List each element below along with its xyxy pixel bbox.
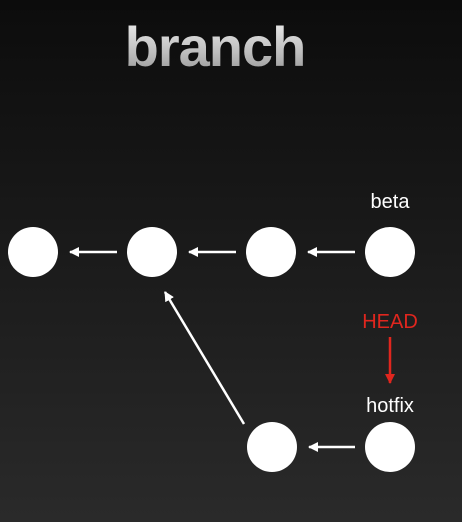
commit-node-3 [246,227,296,277]
head-label: HEAD [362,311,418,333]
branch-label-hotfix: hotfix [366,395,414,417]
branch-label-beta: beta [371,191,411,213]
commit-node-5 [247,422,297,472]
arrow-5-to-2 [163,291,246,425]
commit-node-beta [365,227,415,277]
commit-node-2 [127,227,177,277]
commit-node-1 [8,227,58,277]
commit-node-hotfix [365,422,415,472]
slide-title: branch [0,14,430,79]
